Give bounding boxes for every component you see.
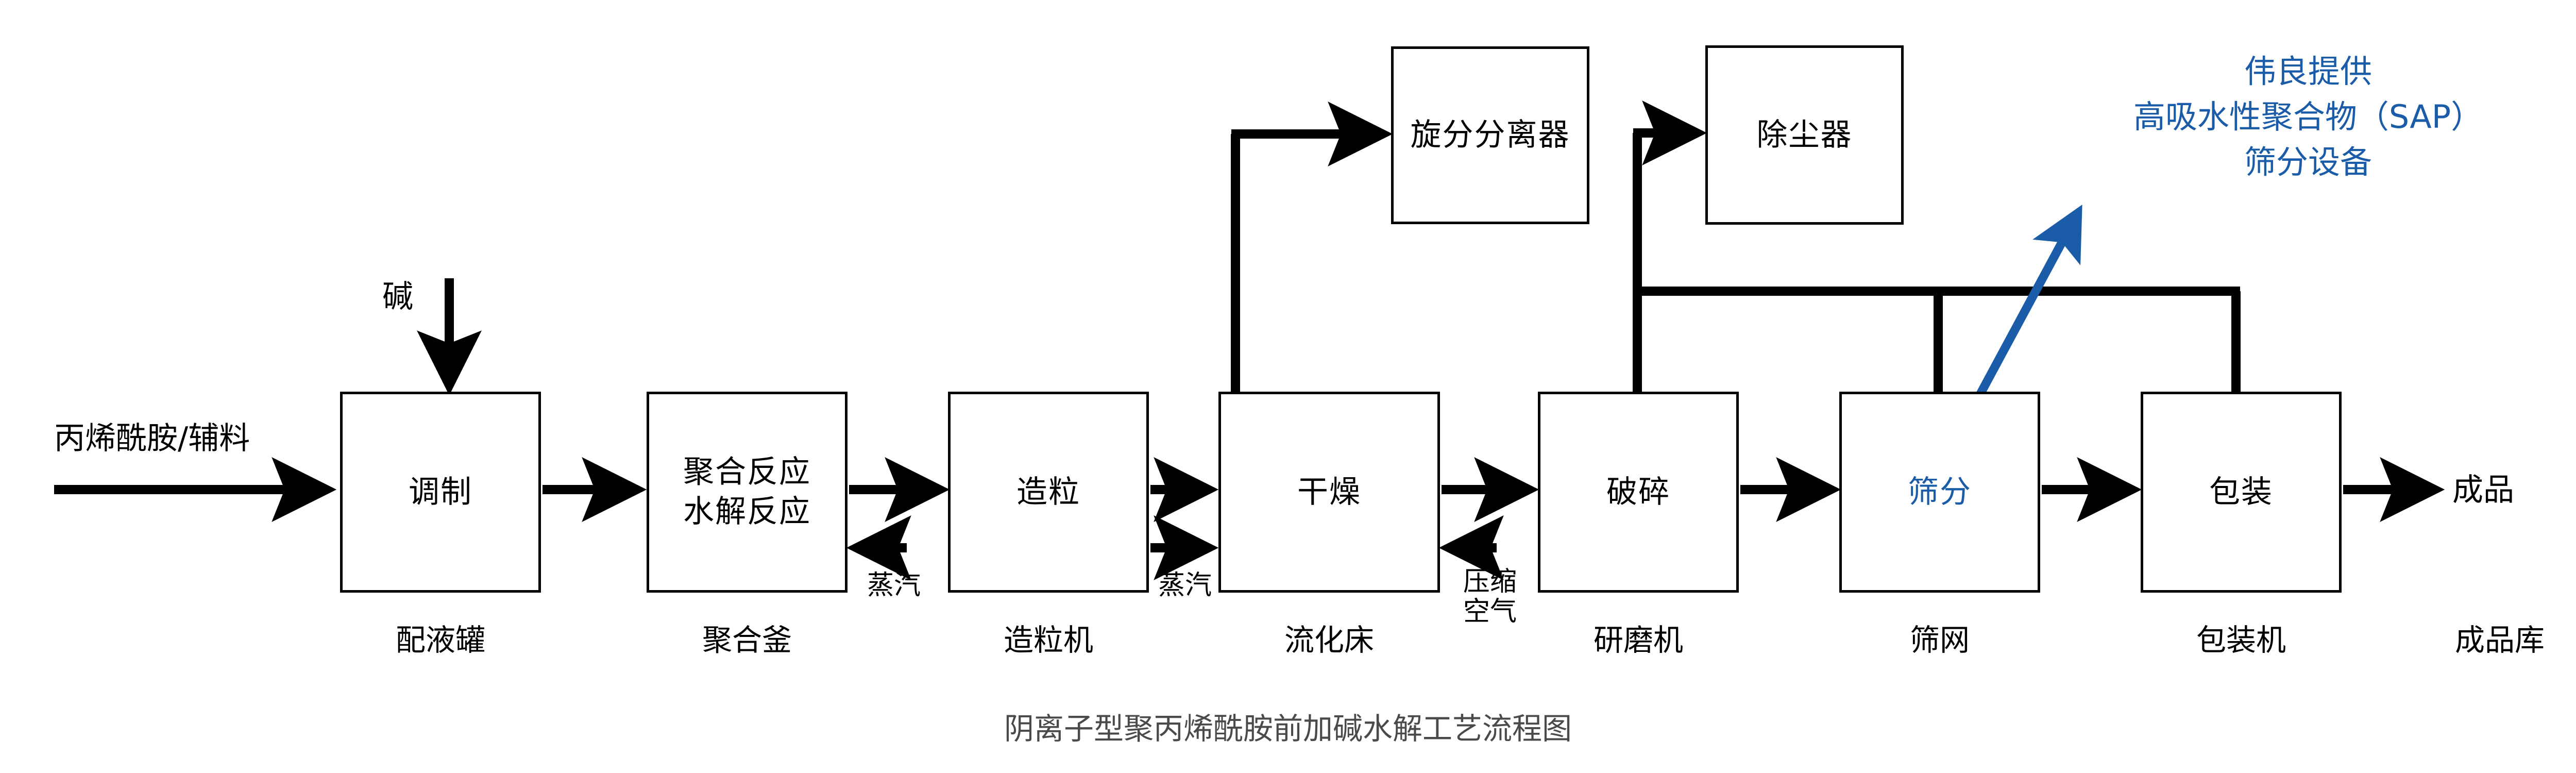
finished-product-label: 成品: [2452, 472, 2514, 508]
compressed-air-label-line1: 压缩: [1463, 566, 1517, 597]
equipment-label-dry: 流化床: [1284, 623, 1375, 658]
node-polymerization-title-1: 聚合反应: [683, 454, 811, 491]
node-packaging-title: 包装: [2209, 474, 2273, 510]
compressed-air-label: 压缩 空气: [1463, 567, 1517, 627]
equipment-label-prep: 配液罐: [395, 623, 486, 658]
node-drying[interactable]: 干燥: [1218, 392, 1440, 593]
supplier-annotation-line1: 伟良提供: [2244, 53, 2372, 90]
node-prep-title: 调制: [409, 474, 472, 510]
node-prep[interactable]: 调制: [340, 392, 541, 593]
node-polymerization[interactable]: 聚合反应 水解反应: [647, 392, 848, 593]
supplier-annotation-line2: 高吸水性聚合物（SAP）: [2133, 98, 2483, 136]
supplier-annotation: 伟良提供 高吸水性聚合物（SAP） 筛分设备: [2050, 49, 2566, 185]
equipment-label-screen: 筛网: [1909, 623, 1970, 658]
feed-input-label: 丙烯酰胺/辅料: [54, 421, 250, 457]
node-dust-collector[interactable]: 除尘器: [1705, 45, 1904, 225]
node-drying-title: 干燥: [1297, 474, 1361, 510]
compressed-air-label-line2: 空气: [1463, 596, 1517, 628]
node-polymerization-title-2: 水解反应: [683, 494, 811, 530]
node-granulation[interactable]: 造粒: [948, 392, 1149, 593]
supplier-annotation-line3: 筛分设备: [2244, 143, 2372, 181]
equipment-label-pack: 包装机: [2196, 623, 2286, 658]
equipment-label-product-store: 成品库: [2454, 623, 2545, 658]
node-cyclone-separator[interactable]: 旋分分离器: [1391, 46, 1589, 224]
equipment-label-granulate: 造粒机: [1003, 623, 1094, 658]
equipment-label-crush: 研磨机: [1593, 623, 1684, 658]
equipment-label-polymer: 聚合釜: [702, 623, 792, 658]
node-crushing-title: 破碎: [1606, 474, 1670, 510]
diagram-caption: 阴离子型聚丙烯酰胺前加碱水解工艺流程图: [1004, 711, 1572, 746]
node-screening-title: 筛分: [1908, 474, 1972, 510]
node-cyclone-separator-title: 旋分分离器: [1410, 117, 1570, 154]
steam-label-2: 蒸汽: [1158, 570, 1212, 601]
node-crushing[interactable]: 破碎: [1538, 392, 1739, 593]
steam-label-1: 蒸汽: [867, 570, 921, 601]
node-granulation-title: 造粒: [1016, 474, 1080, 510]
node-dust-collector-title: 除尘器: [1756, 116, 1853, 153]
alkali-input-label: 碱: [382, 279, 413, 315]
node-packaging[interactable]: 包装: [2141, 392, 2342, 593]
node-screening[interactable]: 筛分: [1839, 392, 2040, 593]
